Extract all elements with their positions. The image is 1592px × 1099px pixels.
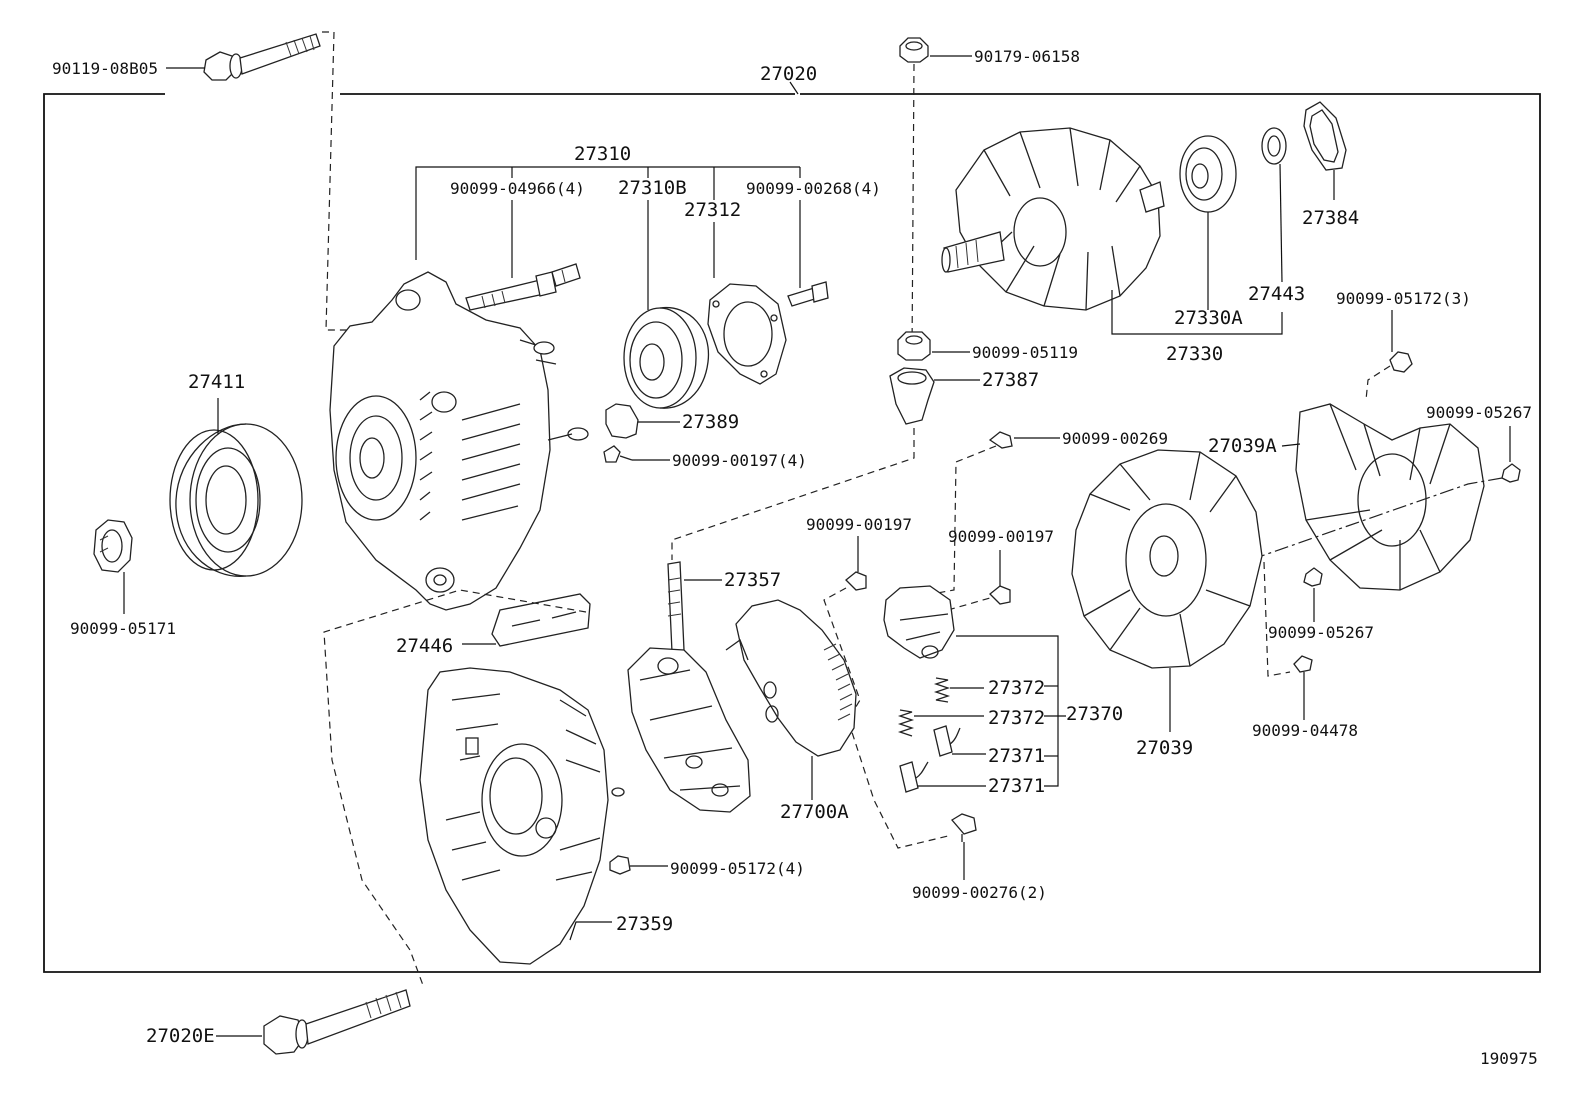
- label-90099-05172-3: 90099-05172(3): [1336, 289, 1471, 308]
- screw-00197-b-icon: [989, 550, 1011, 605]
- screw-00197-a-icon: [845, 536, 867, 591]
- rear-end-frame-27039-icon: [1071, 449, 1263, 732]
- rear-end-frame-27359-icon: [419, 667, 625, 965]
- screw-00269-icon: [988, 431, 1060, 449]
- label-27310: 27310: [574, 143, 631, 165]
- retainer-plate-icon: [707, 283, 787, 385]
- label-90099-00269: 90099-00269: [1062, 429, 1168, 448]
- diagram-id: 190975: [1480, 1049, 1538, 1068]
- pulley-icon: [169, 398, 303, 577]
- drive-end-frame-icon: [329, 271, 589, 611]
- screw-00268-icon: [787, 281, 829, 307]
- nut-05267-right-icon: [1501, 426, 1521, 483]
- label-27371-b: 27371: [988, 775, 1045, 797]
- label-90099-05267-a: 90099-05267: [1426, 403, 1532, 422]
- label-90099-04966: 90099-04966(4): [450, 179, 585, 198]
- rotor-icon: [941, 127, 1283, 335]
- nut-05119-icon: [897, 331, 970, 361]
- brush-a-icon: [933, 725, 986, 757]
- nut-top-icon: [899, 37, 972, 63]
- label-27372-a: 27372: [988, 677, 1045, 699]
- nut-05267-mid-icon: [1303, 567, 1323, 622]
- rear-cover-27039A-icon: [1281, 403, 1485, 591]
- label-27371-a: 27371: [988, 745, 1045, 767]
- label-90099-04478: 90099-04478: [1252, 721, 1358, 740]
- plate-27446-icon: [462, 593, 591, 647]
- label-90099-00276: 90099-00276(2): [912, 883, 1047, 902]
- label-27312: 27312: [684, 199, 741, 221]
- label-27310B: 27310B: [618, 177, 687, 199]
- bolt-04478-icon: [1293, 655, 1313, 720]
- label-27384: 27384: [1302, 207, 1359, 229]
- nut-05172-3-icon: [1389, 310, 1413, 373]
- screw-00276-icon: [951, 813, 977, 880]
- label-27372-b: 27372: [988, 707, 1045, 729]
- label-27020: 27020: [760, 63, 817, 85]
- regulator-icon: [725, 599, 857, 800]
- spring-b-icon: [897, 709, 984, 737]
- label-27357: 27357: [724, 569, 781, 591]
- pulley-nut-icon: [93, 519, 133, 614]
- label-90179-06158: 90179-06158: [974, 47, 1080, 66]
- washer-27443-icon: [1261, 127, 1287, 283]
- label-27411: 27411: [188, 371, 245, 393]
- rectifier-icon: [627, 561, 751, 813]
- brush-b-icon: [899, 761, 986, 793]
- label-90099-05267-b: 90099-05267: [1268, 623, 1374, 642]
- label-90099-05172-4: 90099-05172(4): [670, 859, 805, 878]
- through-bolt-top-icon: [166, 33, 321, 81]
- rotor-bearing-icon: [1179, 135, 1237, 310]
- label-27700A: 27700A: [780, 801, 849, 823]
- stud-bolt-icon: [465, 263, 581, 311]
- label-90119-08B05: 90119-08B05: [52, 59, 158, 78]
- label-90099-05171: 90099-05171: [70, 619, 176, 638]
- label-27389: 27389: [682, 411, 739, 433]
- label-27443: 27443: [1248, 283, 1305, 305]
- screw-00197-4-icon: [603, 445, 670, 463]
- label-90099-00197-4: 90099-00197(4): [672, 451, 807, 470]
- nut-05172-4-icon: [609, 855, 668, 875]
- label-27370: 27370: [1066, 703, 1123, 725]
- label-27446: 27446: [396, 635, 453, 657]
- label-90099-00197-b: 90099-00197: [948, 527, 1054, 546]
- spacer-27389-icon: [605, 403, 680, 439]
- label-27039A: 27039A: [1208, 435, 1277, 457]
- callout-labels: 90119-08B05 27020 90179-06158 27310 9009…: [52, 47, 1538, 1068]
- cover-27384-icon: [1303, 101, 1347, 200]
- 27310-leader: [415, 166, 801, 310]
- label-90099-00197-a: 90099-00197: [806, 515, 912, 534]
- label-27039: 27039: [1136, 737, 1193, 759]
- label-27359: 27359: [616, 913, 673, 935]
- assembly-border: [43, 81, 1541, 973]
- label-27387: 27387: [982, 369, 1039, 391]
- label-27330: 27330: [1166, 343, 1223, 365]
- spring-a-icon: [933, 677, 984, 703]
- label-27330A: 27330A: [1174, 307, 1243, 329]
- through-bolt-bottom-icon: [216, 989, 411, 1055]
- label-27020E: 27020E: [146, 1025, 215, 1047]
- bearing-27310B-icon: [623, 307, 710, 409]
- label-90099-05119: 90099-05119: [972, 343, 1078, 362]
- brush-holder-icon: [883, 585, 1066, 787]
- insulator-27387-icon: [889, 367, 980, 425]
- label-90099-00268: 90099-00268(4): [746, 179, 881, 198]
